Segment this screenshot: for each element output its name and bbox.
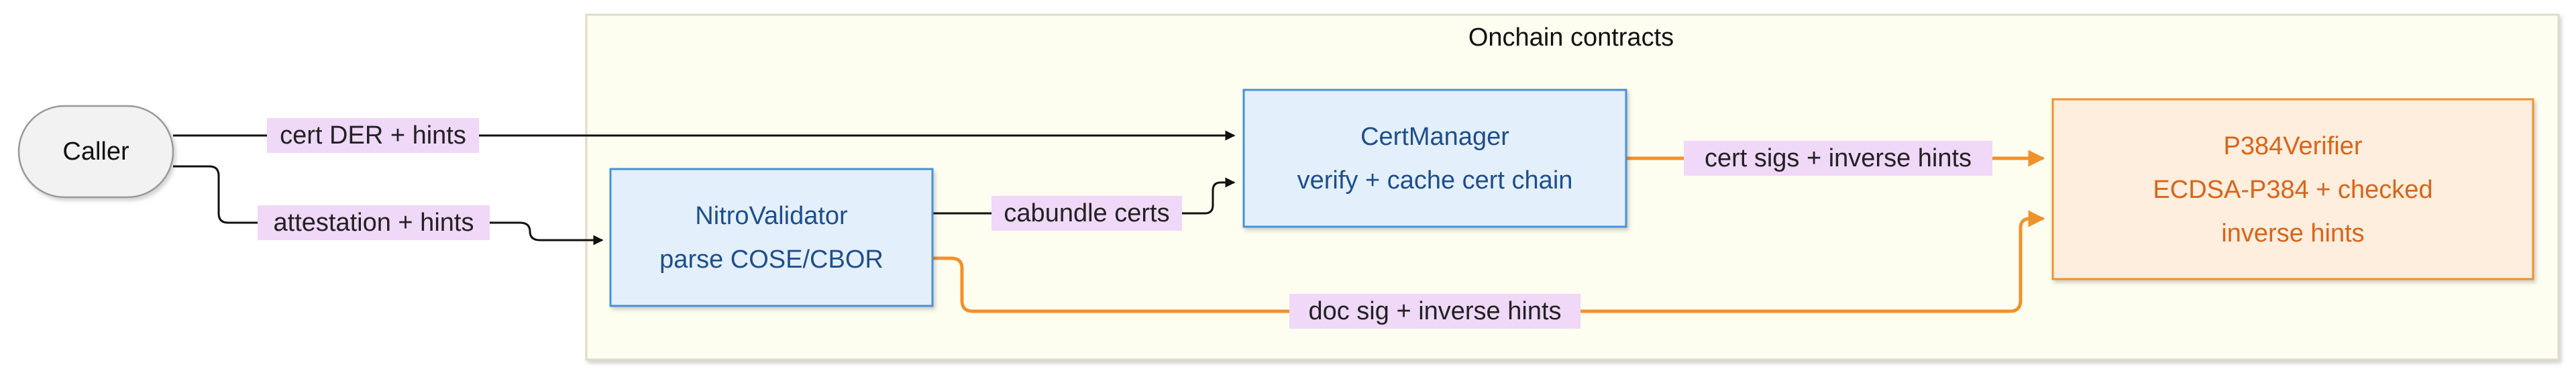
cert-manager-desc: verify + cache cert chain <box>1297 166 1573 195</box>
label-cabundle: cabundle certs <box>1004 199 1169 227</box>
label-bg-doc-sig <box>1289 294 1580 329</box>
node-nitro-validator[interactable]: NitroValidator parse COSE/CBOR <box>609 168 934 307</box>
edge-labels: cert DER + hints attestation + hints cab… <box>258 118 1992 329</box>
group-title: Onchain contracts <box>1468 23 1674 52</box>
label-bg-cert-sigs <box>1684 141 1992 176</box>
cert-manager-box[interactable] <box>1242 89 1627 228</box>
label-doc-sig: doc sig + inverse hints <box>1308 297 1561 325</box>
p384-verifier-title: P384Verifier <box>2223 132 2362 160</box>
label-attestation: attestation + hints <box>274 209 474 237</box>
p384-verifier-desc-1: ECDSA-P384 + checked <box>2153 176 2432 204</box>
nitro-validator-box[interactable] <box>609 168 934 307</box>
node-caller[interactable]: Caller <box>17 105 174 199</box>
edge-cabundle <box>932 177 1236 215</box>
p384-verifier-box[interactable] <box>2051 98 2534 280</box>
cert-manager-title: CertManager <box>1360 123 1509 151</box>
node-p384-verifier[interactable]: P384Verifier ECDSA-P384 + checked invers… <box>2051 98 2534 280</box>
label-bg-cabundle <box>991 196 1182 231</box>
p384-verifier-desc-2: inverse hints <box>2221 219 2364 248</box>
edge-attestation <box>173 165 604 246</box>
label-bg-attestation <box>258 205 490 240</box>
label-bg-cert-der <box>267 118 479 153</box>
caller-shape[interactable] <box>17 105 174 199</box>
nitro-validator-title: NitroValidator <box>695 202 848 230</box>
nitro-validator-desc: parse COSE/CBOR <box>659 246 883 274</box>
caller-label: Caller <box>62 138 129 166</box>
label-cert-der: cert DER + hints <box>280 121 466 150</box>
label-cert-sigs: cert sigs + inverse hints <box>1705 144 1972 172</box>
node-cert-manager[interactable]: CertManager verify + cache cert chain <box>1242 89 1627 228</box>
